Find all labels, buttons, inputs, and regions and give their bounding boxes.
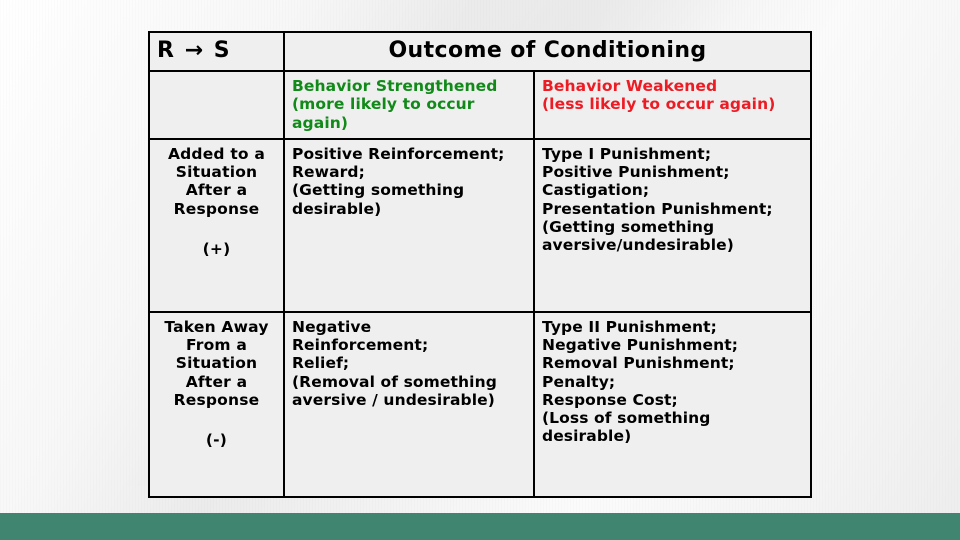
slide-footer-band (0, 513, 960, 540)
type-two-punishment-line3: Removal Punishment; (542, 354, 735, 373)
type-two-punishment-line5: Response Cost; (542, 390, 678, 409)
negative-reinforcement-line5: aversive / undesirable) (292, 390, 495, 409)
row2-label-line4: After a (185, 372, 248, 391)
table-row: Added to a Situation After a Response (+… (148, 137, 812, 313)
row1-label-sign-positive: (+) (202, 239, 231, 258)
cell-positive-reinforcement: Positive Reinforcement; Reward; (Getting… (283, 137, 535, 313)
column-header-behavior-weakened: Behavior Weakened (less likely to occur … (533, 69, 812, 140)
header-weakened-line1: Behavior Weakened (542, 76, 718, 95)
negative-reinforcement-line1: Negative (292, 317, 372, 336)
row2-label-line5: Response (173, 390, 260, 409)
table-header-row-columns: Behavior Strengthened (more likely to oc… (148, 69, 812, 140)
type-two-punishment-line2: Negative Punishment; (542, 336, 739, 355)
row2-label-line3: Situation (175, 354, 258, 373)
row2-label-line2: From a (185, 336, 248, 355)
type-two-punishment-line7: desirable) (542, 427, 632, 446)
row2-label-line1: Taken Away (164, 317, 269, 336)
cell-type-one-punishment: Type I Punishment; Positive Punishment; … (533, 137, 812, 313)
type-one-punishment-line5: (Getting something (542, 217, 715, 236)
column-header-behavior-strengthened: Behavior Strengthened (more likely to oc… (283, 69, 535, 140)
header-strengthened-line2: (more likely to occur (292, 95, 475, 114)
table-title: Outcome of Conditioning (283, 31, 812, 72)
positive-reinforcement-line2: Reward; (292, 163, 365, 182)
positive-reinforcement-line1: Positive Reinforcement; (292, 144, 505, 163)
type-one-punishment-line6: aversive/undesirable) (542, 236, 734, 255)
type-two-punishment-line4: Penalty; (542, 372, 616, 391)
positive-reinforcement-line4: desirable) (292, 199, 382, 218)
type-two-punishment-line1: Type II Punishment; (542, 317, 717, 336)
corner-header-spacer (148, 70, 285, 140)
cell-negative-reinforcement: Negative Reinforcement; Relief; (Removal… (283, 310, 535, 498)
type-two-punishment-line6: (Loss of something (542, 409, 711, 428)
type-one-punishment-line4: Presentation Punishment; (542, 199, 773, 218)
conditioning-matrix-table: R → S Outcome of Conditioning Behavior S… (148, 31, 812, 498)
type-one-punishment-line2: Positive Punishment; (542, 163, 730, 182)
row1-label-line2: Situation (175, 163, 258, 182)
row1-label-line1: Added to a (167, 144, 266, 163)
corner-header-r-to-s: R → S (148, 31, 285, 72)
table-header-row-title: R → S Outcome of Conditioning (148, 31, 812, 72)
negative-reinforcement-line2: Reinforcement; (292, 336, 429, 355)
row-label-added-to-situation: Added to a Situation After a Response (+… (148, 137, 285, 313)
type-one-punishment-line1: Type I Punishment; (542, 144, 712, 163)
header-strengthened-line1: Behavior Strengthened (292, 76, 498, 95)
row1-label-line3: After a (185, 181, 248, 200)
row2-label-sign-negative: (-) (205, 431, 228, 450)
row-label-taken-away-from-situation: Taken Away From a Situation After a Resp… (148, 310, 285, 498)
cell-type-two-punishment: Type II Punishment; Negative Punishment;… (533, 310, 812, 498)
table-row: Taken Away From a Situation After a Resp… (148, 310, 812, 498)
positive-reinforcement-line3: (Getting something (292, 181, 465, 200)
type-one-punishment-line3: Castigation; (542, 181, 650, 200)
negative-reinforcement-line4: (Removal of something (292, 372, 497, 391)
header-weakened-line2: (less likely to occur again) (542, 95, 776, 114)
negative-reinforcement-line3: Relief; (292, 354, 350, 373)
header-strengthened-line3: again) (292, 113, 349, 132)
row1-label-line4: Response (173, 199, 260, 218)
